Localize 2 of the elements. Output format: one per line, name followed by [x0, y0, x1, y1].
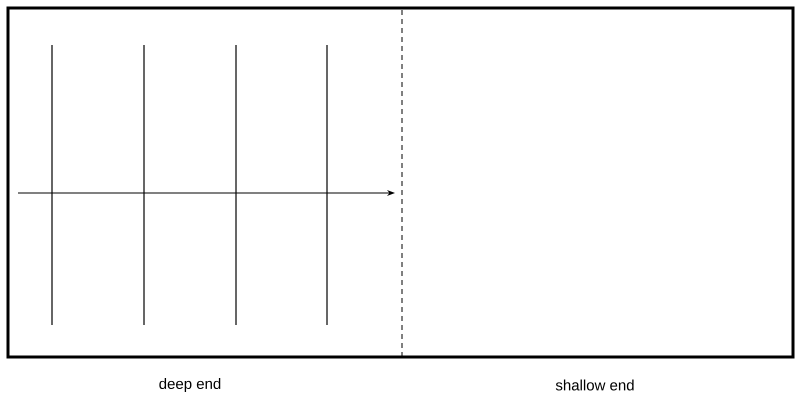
region-label: deep end — [159, 378, 220, 392]
region-label: shallow end — [556, 380, 634, 390]
